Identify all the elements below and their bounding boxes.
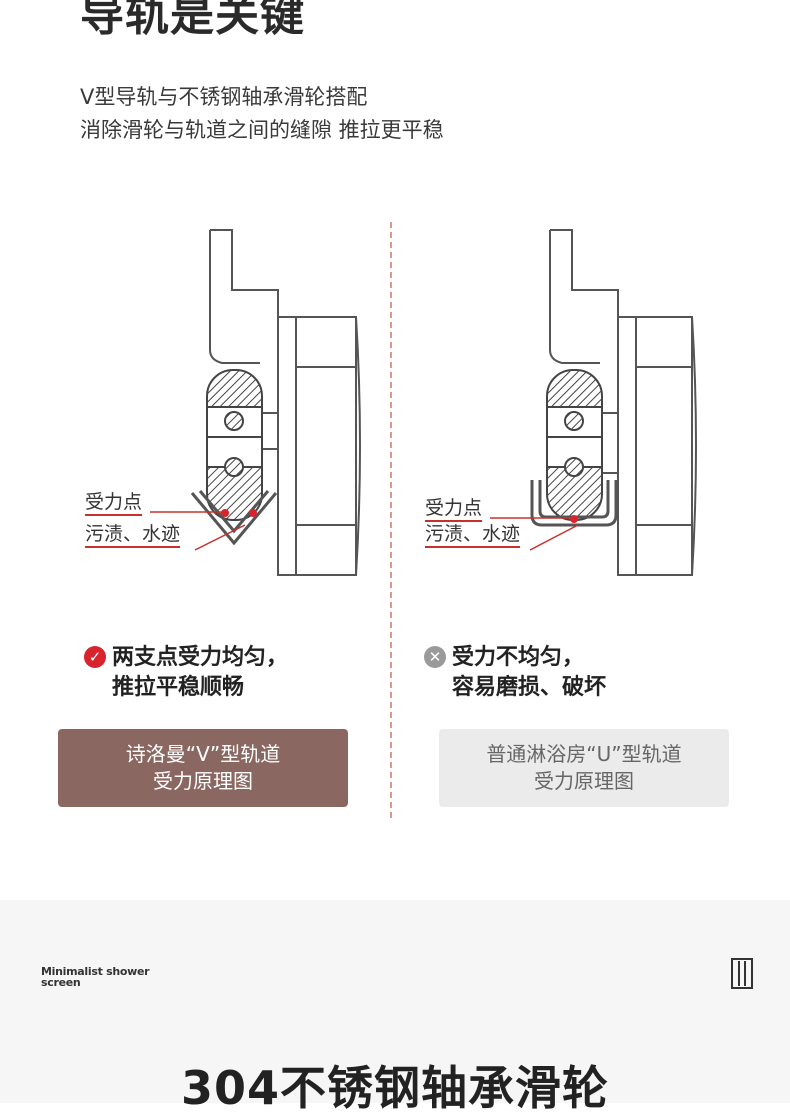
page-title: 导轨是关键: [80, 0, 305, 41]
force-point-label: 受力点: [425, 497, 483, 522]
v-rail-verdict: ✓ 两支点受力均匀， 推拉平稳顺畅: [84, 643, 289, 703]
brand-line-2: screen: [41, 976, 81, 989]
pulley-wheel: [206, 369, 263, 521]
subtitle-line-2: 消除滑轮与轨道之间的缝隙 推拉更平稳: [80, 118, 444, 142]
u-rail-verdict: ✕ 受力不均匀， 容易磨损、破坏: [424, 643, 607, 703]
brand-line-1: Minimalist shower: [41, 965, 150, 978]
x-circle-icon: ✕: [424, 646, 446, 668]
verdict-line-2: 容易磨损、破坏: [452, 675, 607, 700]
check-circle-icon: ✓: [84, 646, 106, 668]
brand-wordmark: Minimalist shower screen: [41, 965, 150, 989]
v-rail-caption-box: 诗洛曼“V”型轨道 受力原理图: [58, 729, 348, 807]
u-rail-diagram: 受力点 污渍、水迹: [410, 225, 710, 585]
u-rail-illustration: [490, 229, 697, 576]
caption-line-2: 受力原理图: [534, 769, 634, 793]
u-rail-caption-box: 普通淋浴房“U”型轨道 受力原理图: [439, 729, 729, 807]
stain-label: 污渍、水迹: [85, 523, 181, 548]
next-section-band: [0, 900, 790, 1103]
caption-line-1: 诗洛曼“V”型轨道: [125, 742, 281, 766]
force-point-label: 受力点: [85, 491, 143, 516]
subtitle-line-1: V型导轨与不锈钢轴承滑轮搭配: [80, 85, 368, 109]
v-rail-diagram: 受力点 污渍、水迹: [70, 225, 370, 585]
pulley-wheel: [546, 369, 603, 521]
shower-door-icon: [731, 958, 753, 989]
section-title: 304不锈钢轴承滑轮: [180, 1061, 610, 1115]
verdict-line-2: 推拉平稳顺畅: [112, 675, 245, 700]
v-rail-illustration: [150, 229, 361, 576]
comparison-divider: [390, 222, 392, 818]
stain-label: 污渍、水迹: [425, 523, 521, 548]
caption-line-2: 受力原理图: [153, 769, 253, 793]
verdict-line-1: 受力不均匀，: [452, 645, 585, 670]
verdict-line-1: 两支点受力均匀，: [112, 645, 289, 670]
caption-line-1: 普通淋浴房“U”型轨道: [486, 742, 682, 766]
